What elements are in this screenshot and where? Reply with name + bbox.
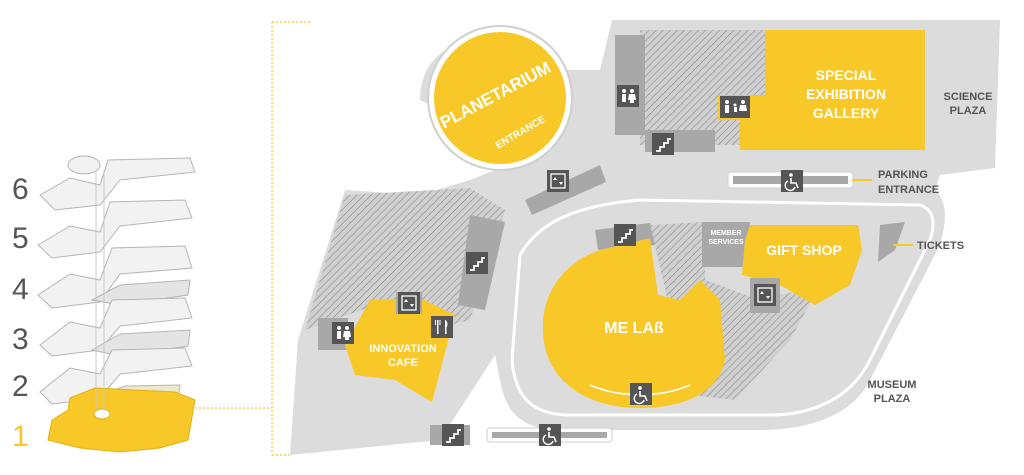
cafe-wing-hatch xyxy=(305,188,505,330)
restroom-icon[interactable] xyxy=(332,322,354,344)
ticket-booth[interactable] xyxy=(878,222,905,262)
dining-icon[interactable] xyxy=(431,316,453,338)
svg-text:CAFE: CAFE xyxy=(388,357,418,369)
floor-3-label[interactable]: 3 xyxy=(12,323,29,356)
floor-1-label[interactable]: 1 xyxy=(12,420,29,453)
elevator-icon[interactable] xyxy=(754,284,776,306)
floor-thumb-6[interactable] xyxy=(39,155,196,211)
family-restroom-icon[interactable] xyxy=(720,96,750,118)
accessible-icon[interactable] xyxy=(781,170,803,192)
gift-shop-label: GIFT SHOP xyxy=(766,242,841,258)
accessible-icon[interactable] xyxy=(539,424,561,446)
special-exhibition-label: SPECIAL EXHIBITION GALLERY xyxy=(806,67,886,121)
stairs-icon[interactable] xyxy=(466,252,488,274)
svg-text:TICKETS: TICKETS xyxy=(917,240,964,252)
floor-6-label[interactable]: 6 xyxy=(12,173,29,206)
elevator-icon[interactable] xyxy=(398,292,420,314)
planetarium[interactable] xyxy=(434,32,566,164)
innovation-cafe[interactable] xyxy=(345,298,455,402)
member-services-label: MEMBER SERVICES xyxy=(708,230,744,246)
floor-2-label[interactable]: 2 xyxy=(12,370,29,403)
me-lab[interactable] xyxy=(542,238,725,408)
stairs-icon[interactable] xyxy=(652,133,674,155)
svg-text:ENTRANCE: ENTRANCE xyxy=(878,184,939,196)
svg-text:MEMBER: MEMBER xyxy=(710,230,741,237)
floor-4-label[interactable]: 4 xyxy=(12,273,29,306)
gift-shop[interactable] xyxy=(742,225,862,305)
floor-thumb-4[interactable] xyxy=(37,245,193,309)
elevator-icon[interactable] xyxy=(547,170,569,192)
special-exhibition-gallery[interactable] xyxy=(718,30,925,150)
stairs-icon[interactable] xyxy=(614,224,636,246)
floor-thumb-1[interactable] xyxy=(47,387,196,453)
svg-text:MUSEUM: MUSEUM xyxy=(868,379,917,391)
floor-5-label[interactable]: 5 xyxy=(12,222,29,255)
floor-thumb-5[interactable] xyxy=(37,199,193,259)
svg-text:SERVICES: SERVICES xyxy=(708,239,744,246)
svg-text:GALLERY: GALLERY xyxy=(813,105,880,121)
svg-text:SCIENCE: SCIENCE xyxy=(944,91,993,103)
accessible-icon[interactable] xyxy=(630,383,652,405)
floor-stack xyxy=(37,155,196,453)
tickets-label: TICKETS xyxy=(893,240,964,252)
svg-text:INNOVATION: INNOVATION xyxy=(369,343,436,355)
innovation-cafe-label: INNOVATION CAFE xyxy=(369,343,436,369)
science-plaza-label: SCIENCE PLAZA xyxy=(944,91,993,117)
inner-walkway xyxy=(510,198,935,417)
svg-text:PARKING: PARKING xyxy=(878,169,928,181)
restroom-icon[interactable] xyxy=(617,85,639,107)
floor-callout xyxy=(195,21,310,456)
member-services[interactable] xyxy=(702,222,750,267)
parking-entrance-label: PARKING ENTRANCE xyxy=(852,169,939,196)
svg-text:PLAZA: PLAZA xyxy=(874,393,911,405)
svg-text:EXHIBITION: EXHIBITION xyxy=(806,86,886,102)
me-lab-label: ME LAß xyxy=(604,320,664,337)
museum-plaza-label: MUSEUM PLAZA xyxy=(868,379,917,405)
svg-text:PLAZA: PLAZA xyxy=(950,105,987,117)
stairs-icon[interactable] xyxy=(442,424,464,446)
svg-text:SPECIAL: SPECIAL xyxy=(816,67,877,83)
